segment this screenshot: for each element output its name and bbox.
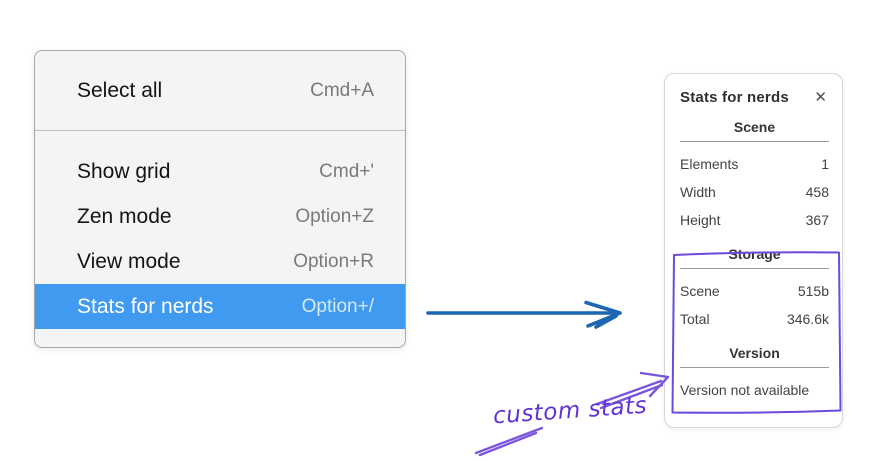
stats-section-scene: Scene Elements 1 Width 458 Height 367 bbox=[680, 119, 829, 234]
menu-item-shortcut: Option+/ bbox=[301, 295, 374, 317]
menu-section-bottom: Show grid Cmd+' Zen mode Option+Z View m… bbox=[35, 131, 405, 347]
section-heading: Version bbox=[729, 345, 780, 361]
stat-value: 458 bbox=[805, 184, 829, 200]
menu-item-label: View mode bbox=[77, 249, 181, 273]
menu-item-zen-mode[interactable]: Zen mode Option+Z bbox=[35, 194, 405, 239]
stat-value: 515b bbox=[797, 283, 829, 299]
menu-item-label: Select all bbox=[77, 78, 163, 102]
stat-value: 1 bbox=[821, 156, 829, 172]
menu-item-select-all[interactable]: Select all Cmd+A bbox=[35, 68, 405, 113]
section-rule bbox=[680, 367, 829, 368]
version-note: Version not available bbox=[680, 382, 810, 398]
menu-item-shortcut: Option+Z bbox=[295, 205, 374, 227]
stats-panel-header: Stats for nerds ✕ bbox=[680, 87, 829, 107]
annotation-label: custom stats bbox=[492, 393, 648, 430]
menu-item-show-grid[interactable]: Show grid Cmd+' bbox=[35, 149, 405, 194]
menu-item-label: Show grid bbox=[77, 159, 171, 183]
stats-section-version: Version Version not available bbox=[680, 345, 829, 404]
section-heading: Scene bbox=[733, 119, 776, 135]
stat-label: Width bbox=[680, 184, 716, 200]
section-heading: Storage bbox=[728, 246, 781, 262]
menu-divider bbox=[35, 130, 405, 131]
menu-item-label: Zen mode bbox=[77, 204, 172, 228]
section-rule bbox=[680, 268, 829, 269]
stat-row-scene-size: Scene 515b bbox=[680, 277, 829, 305]
context-menu: Select all Cmd+A Show grid Cmd+' Zen mod… bbox=[34, 50, 406, 348]
menu-item-shortcut: Option+R bbox=[293, 250, 374, 272]
stat-row-total-size: Total 346.6k bbox=[680, 305, 829, 333]
menu-item-stats-for-nerds[interactable]: Stats for nerds Option+/ bbox=[35, 284, 405, 329]
section-rule bbox=[680, 141, 829, 142]
stat-label: Height bbox=[680, 212, 721, 228]
stats-panel: Stats for nerds ✕ Scene Elements 1 Width… bbox=[664, 73, 843, 428]
blue-arrow bbox=[426, 300, 622, 329]
stat-label: Elements bbox=[680, 156, 739, 172]
stat-value: 367 bbox=[805, 212, 829, 228]
annotation-arrow bbox=[474, 371, 670, 457]
menu-item-label: Stats for nerds bbox=[77, 294, 214, 318]
menu-item-shortcut: Cmd+A bbox=[310, 79, 374, 101]
stats-panel-title: Stats for nerds bbox=[680, 88, 789, 106]
stat-row-width: Width 458 bbox=[680, 178, 829, 206]
stat-row-height: Height 367 bbox=[680, 206, 829, 234]
stat-label: Scene bbox=[680, 283, 720, 299]
custom-stats-annotation: custom stats bbox=[474, 371, 670, 457]
menu-item-view-mode[interactable]: View mode Option+R bbox=[35, 239, 405, 284]
menu-section-top: Select all Cmd+A bbox=[35, 51, 405, 130]
stats-section-storage: Storage Scene 515b Total 346.6k bbox=[680, 246, 829, 333]
menu-item-shortcut: Cmd+' bbox=[319, 160, 374, 182]
stat-row-elements: Elements 1 bbox=[680, 150, 829, 178]
close-icon[interactable]: ✕ bbox=[814, 88, 827, 106]
stat-value: 346.6k bbox=[786, 311, 829, 327]
stat-label: Total bbox=[680, 311, 710, 327]
